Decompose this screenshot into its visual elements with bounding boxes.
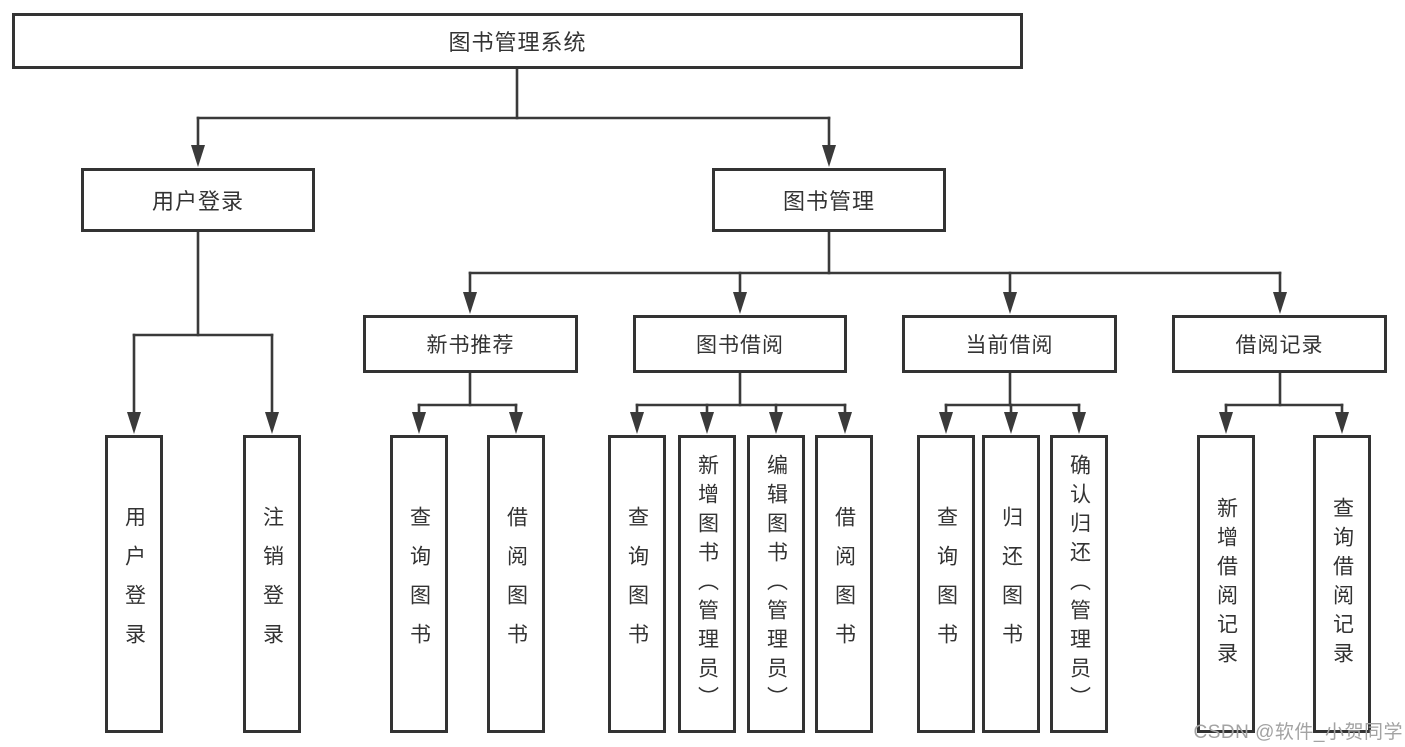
- node-root-label: 图书管理系统: [448, 30, 587, 55]
- leaf-logout-label: 注销登录: [260, 506, 284, 662]
- leaf-query-borrow-record: 查询借阅记录: [1313, 435, 1371, 733]
- leaf-add-borrow-record-label: 新增借阅记录: [1214, 497, 1238, 671]
- leaf-query-books-recommend-label: 查询图书: [407, 506, 431, 662]
- leaf-query-books-current: 查询图书: [917, 435, 975, 733]
- node-book-borrow: 图书借阅: [633, 315, 847, 373]
- node-user-login: 用户登录: [81, 168, 315, 232]
- leaf-query-books-borrow-label: 查询图书: [625, 506, 649, 662]
- leaf-user-login-label: 用户登录: [122, 506, 146, 662]
- leaf-borrow-books-label: 借阅图书: [832, 506, 856, 662]
- node-current-borrow: 当前借阅: [902, 315, 1117, 373]
- leaf-borrow-books-recommend-label: 借阅图书: [504, 506, 528, 662]
- leaf-add-book-admin-label: 新增图书（管理员）: [695, 453, 719, 715]
- leaf-query-books-current-label: 查询图书: [934, 506, 958, 662]
- node-new-book-recommend-label: 新书推荐: [426, 334, 515, 357]
- leaf-confirm-return-admin-label: 确认归还（管理员）: [1067, 453, 1091, 715]
- leaf-add-book-admin: 新增图书（管理员）: [678, 435, 736, 733]
- leaf-query-books-recommend: 查询图书: [390, 435, 448, 733]
- node-user-login-label: 用户登录: [151, 189, 244, 214]
- leaf-edit-book-admin: 编辑图书（管理员）: [747, 435, 805, 733]
- node-book-management-label: 图书管理: [782, 189, 875, 214]
- node-new-book-recommend: 新书推荐: [363, 315, 578, 373]
- leaf-query-borrow-record-label: 查询借阅记录: [1330, 497, 1354, 671]
- leaf-confirm-return-admin: 确认归还（管理员）: [1050, 435, 1108, 733]
- leaf-user-login: 用户登录: [105, 435, 163, 733]
- node-book-management: 图书管理: [712, 168, 946, 232]
- node-book-borrow-label: 图书借阅: [696, 334, 784, 357]
- leaf-query-books-borrow: 查询图书: [608, 435, 666, 733]
- node-current-borrow-label: 当前借阅: [965, 334, 1054, 357]
- leaf-borrow-books-recommend: 借阅图书: [487, 435, 545, 733]
- leaf-add-borrow-record: 新增借阅记录: [1197, 435, 1255, 733]
- node-root: 图书管理系统: [12, 13, 1023, 69]
- node-borrow-records: 借阅记录: [1172, 315, 1387, 373]
- leaf-return-book-label: 归还图书: [999, 506, 1023, 662]
- csdn-watermark: CSDN @软件_小贺同学: [1193, 722, 1403, 743]
- leaf-return-book: 归还图书: [982, 435, 1040, 733]
- leaf-logout: 注销登录: [243, 435, 301, 733]
- leaf-edit-book-admin-label: 编辑图书（管理员）: [764, 453, 788, 715]
- leaf-borrow-books: 借阅图书: [815, 435, 873, 733]
- node-borrow-records-label: 借阅记录: [1235, 334, 1324, 357]
